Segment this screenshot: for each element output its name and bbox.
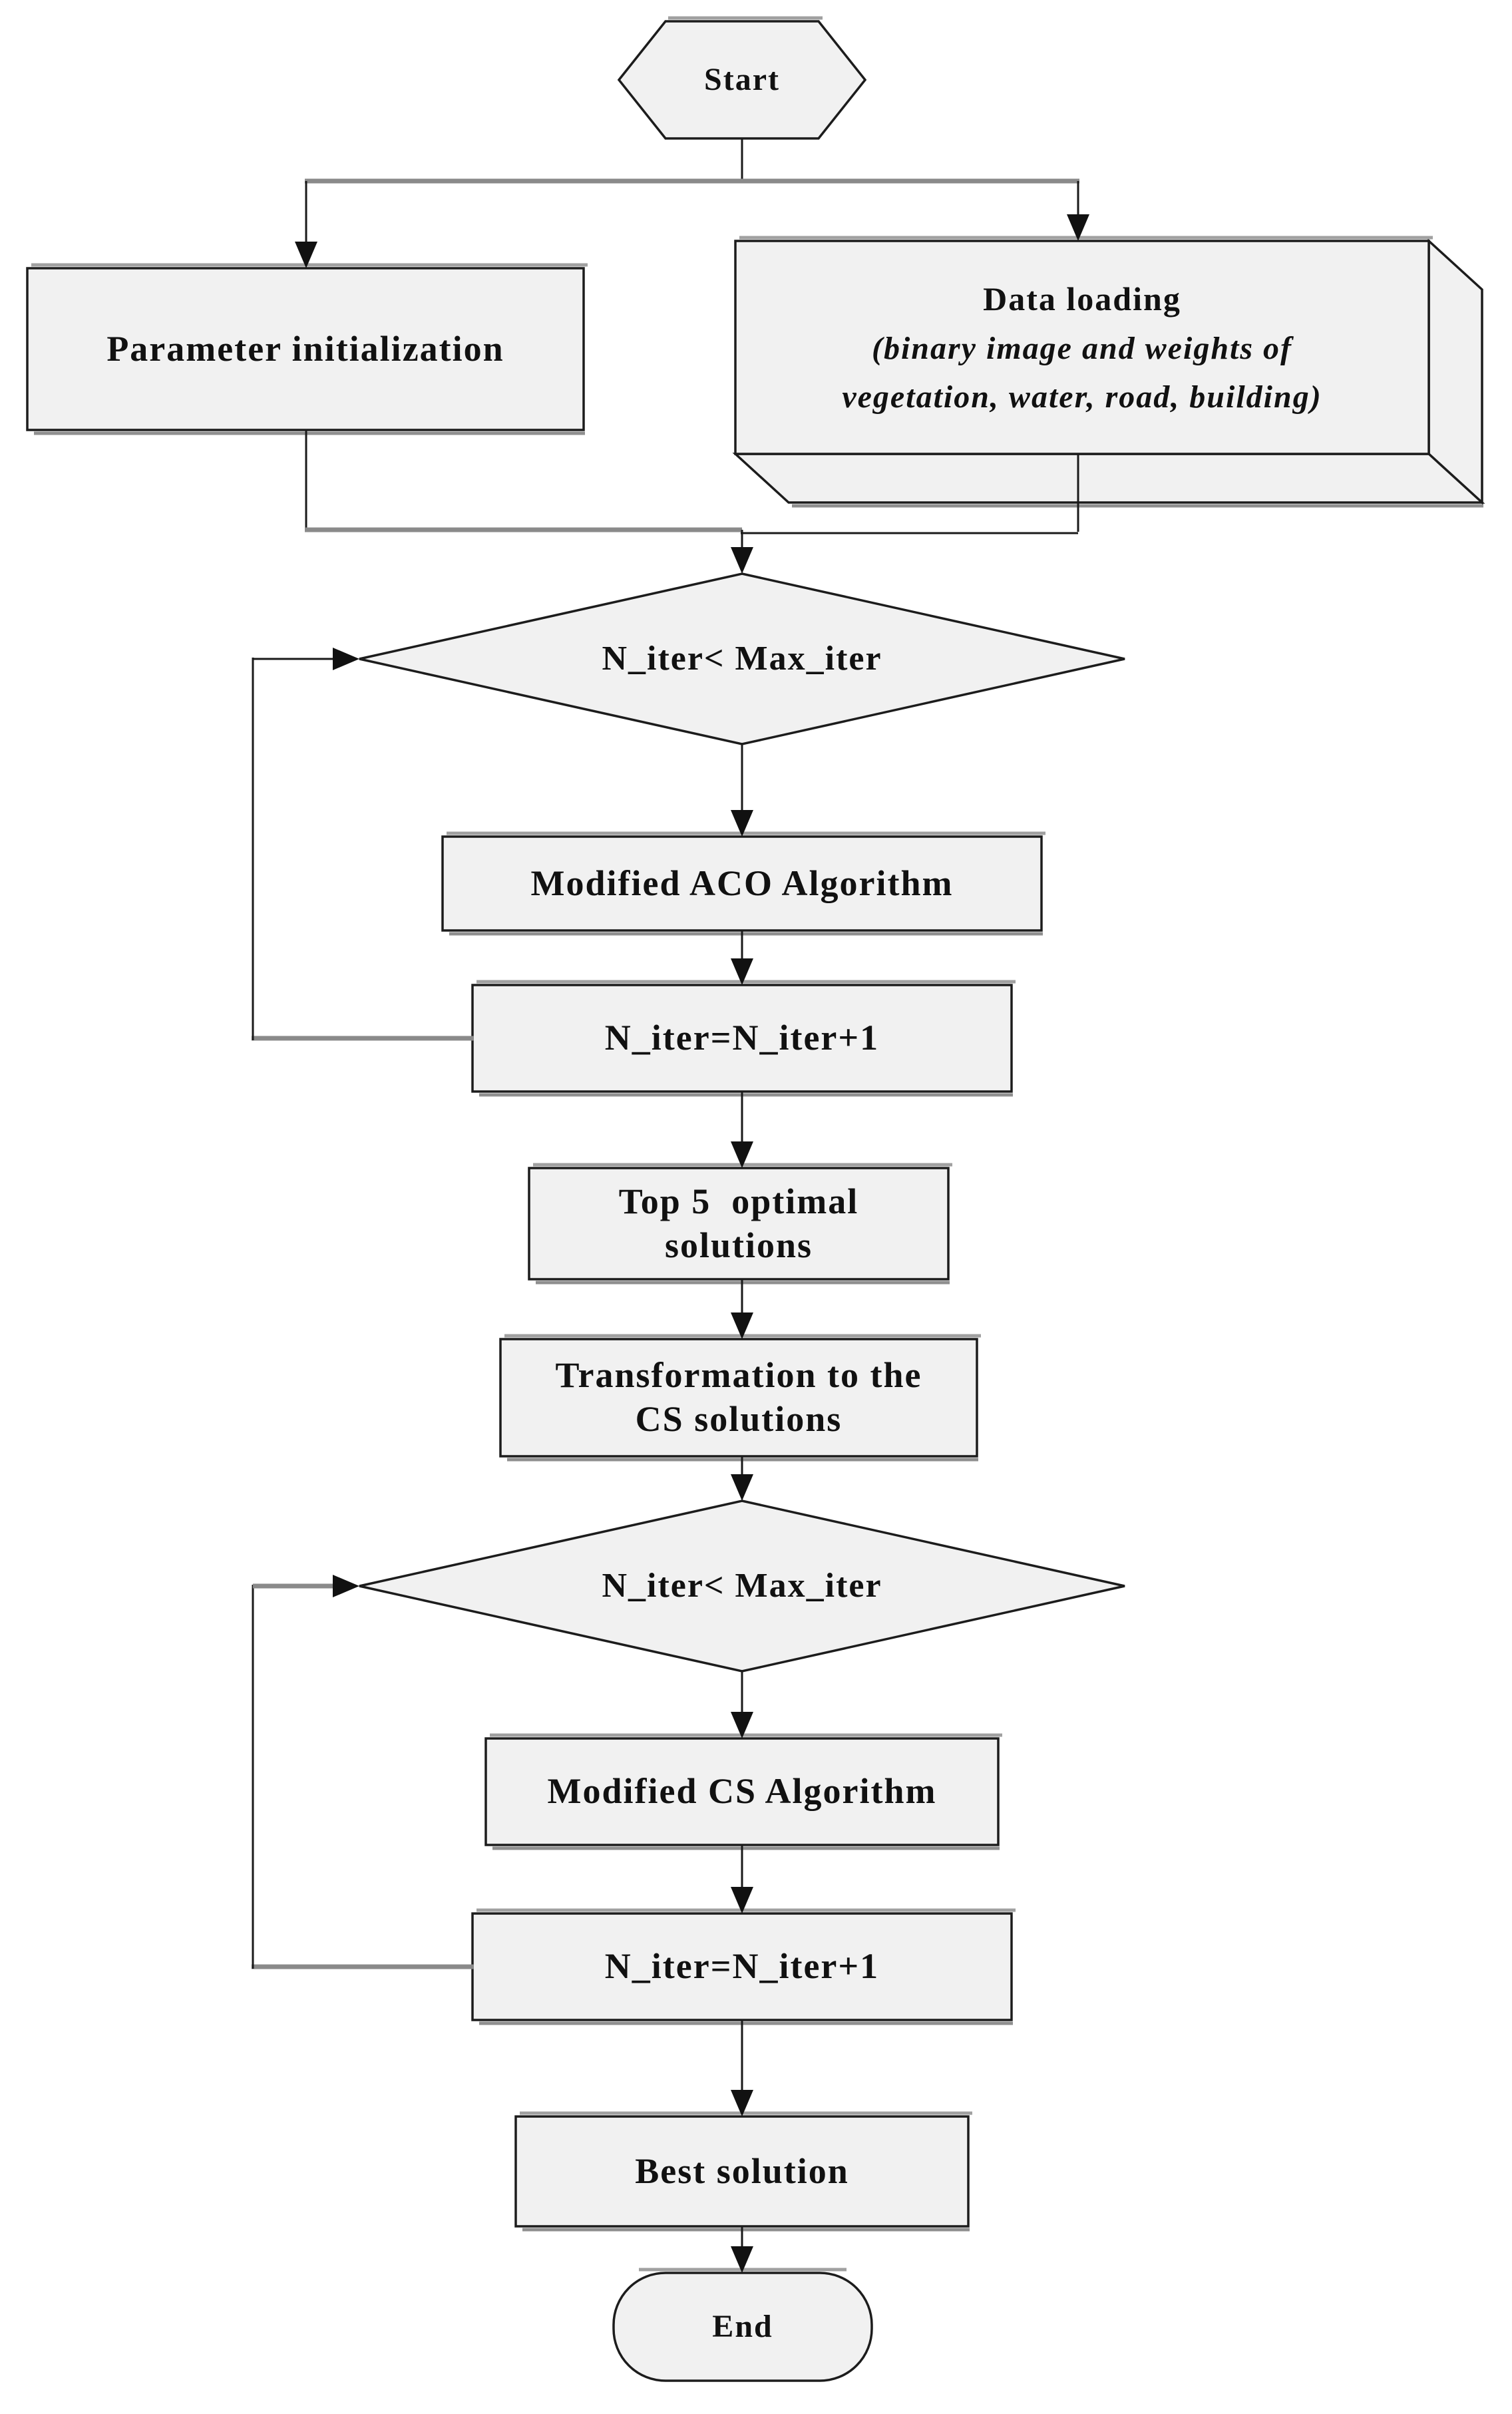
- arrowhead-loop1-into-decision1: [333, 648, 359, 670]
- arrowhead-into-top5: [731, 1141, 753, 1168]
- parameter-initialization-shape: [26, 267, 585, 431]
- arrowhead-into-cs: [731, 1712, 753, 1738]
- decision-aco-shape: [359, 572, 1125, 745]
- arrowhead-into-transf: [731, 1312, 753, 1339]
- arrowhead-into-decision2: [731, 1474, 753, 1501]
- decision-cs-shape: [359, 1500, 1125, 1673]
- arrowhead-into-end: [731, 2246, 753, 2273]
- arrowhead-into-aco: [731, 810, 753, 837]
- modified-cs-shape: [484, 1737, 1000, 1846]
- arrowhead-into-inc2: [731, 1887, 753, 1913]
- arrowhead-into-best: [731, 2090, 753, 2116]
- modified-aco-shape: [441, 835, 1043, 932]
- arrowhead-into-inc1: [731, 958, 753, 985]
- increment-aco-shape: [471, 984, 1013, 1093]
- arrowhead-into-decision1: [731, 547, 753, 574]
- best-solution-shape: [514, 2115, 970, 2228]
- data-loading-bottom-face: [732, 453, 1485, 504]
- arrowhead-into-data: [1067, 214, 1089, 241]
- start-shape: [617, 20, 867, 140]
- increment-cs-shape: [471, 1912, 1013, 2021]
- data-loading-shape: [734, 240, 1430, 455]
- end-shape: [612, 2272, 873, 2382]
- top5-shape: [528, 1167, 950, 1281]
- transformation-shape: [499, 1338, 978, 1458]
- arrowhead-loop2-into-decision2: [333, 1575, 359, 1597]
- arrowhead-into-param: [295, 242, 317, 268]
